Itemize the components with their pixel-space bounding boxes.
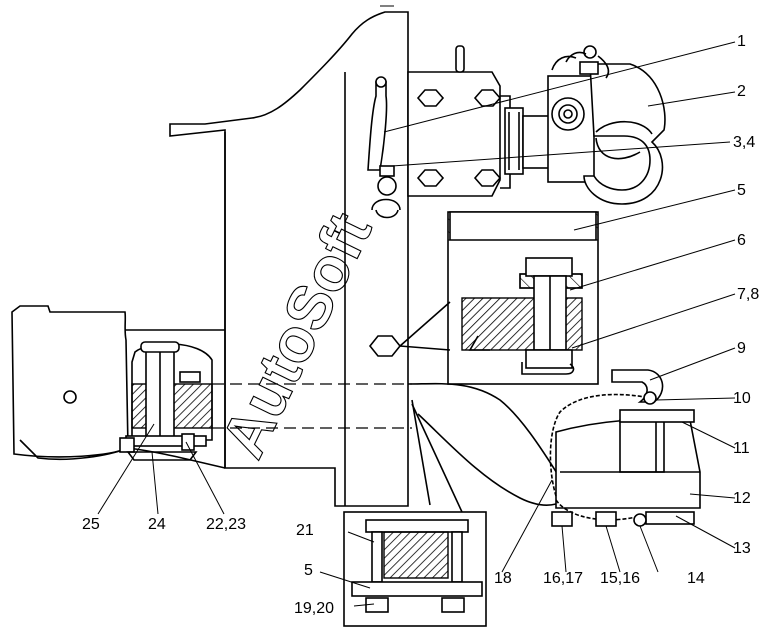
- pivot-assembly: [119, 341, 213, 461]
- label-14: 14: [687, 570, 705, 587]
- detail-callout-marker: [368, 301, 451, 357]
- label-1: 1: [737, 33, 746, 50]
- label-2: 2: [737, 83, 746, 100]
- leader-lines: [97, 41, 736, 607]
- label-25: 25: [82, 516, 100, 533]
- label-19-20: 19,20: [294, 600, 334, 617]
- label-5-bottom: 5: [304, 562, 313, 579]
- label-21: 21: [296, 522, 314, 539]
- label-15-16: 15,16: [600, 570, 640, 587]
- label-3-4: 3,4: [733, 134, 755, 151]
- label-12: 12: [733, 490, 751, 507]
- lower-drawbar: [407, 369, 701, 527]
- label-24: 24: [148, 516, 166, 533]
- label-18: 18: [494, 570, 512, 587]
- detail-bushing-section: [343, 511, 487, 627]
- label-9: 9: [737, 340, 746, 357]
- label-13: 13: [733, 540, 751, 557]
- left-bracket: [11, 305, 226, 469]
- label-5-top: 5: [737, 182, 746, 199]
- label-22-23: 22,23: [206, 516, 246, 533]
- upper-hitch-plate: [367, 45, 666, 219]
- label-10: 10: [733, 390, 751, 407]
- label-11: 11: [733, 440, 750, 457]
- part-labels: 1 2 3,4 5 6 7,8 9 10 11 12 13 14 15,16 1…: [82, 33, 759, 617]
- label-16-17: 16,17: [543, 570, 583, 587]
- label-7-8: 7,8: [737, 286, 759, 303]
- label-6: 6: [737, 232, 746, 249]
- detail-bolt-section: [447, 211, 599, 385]
